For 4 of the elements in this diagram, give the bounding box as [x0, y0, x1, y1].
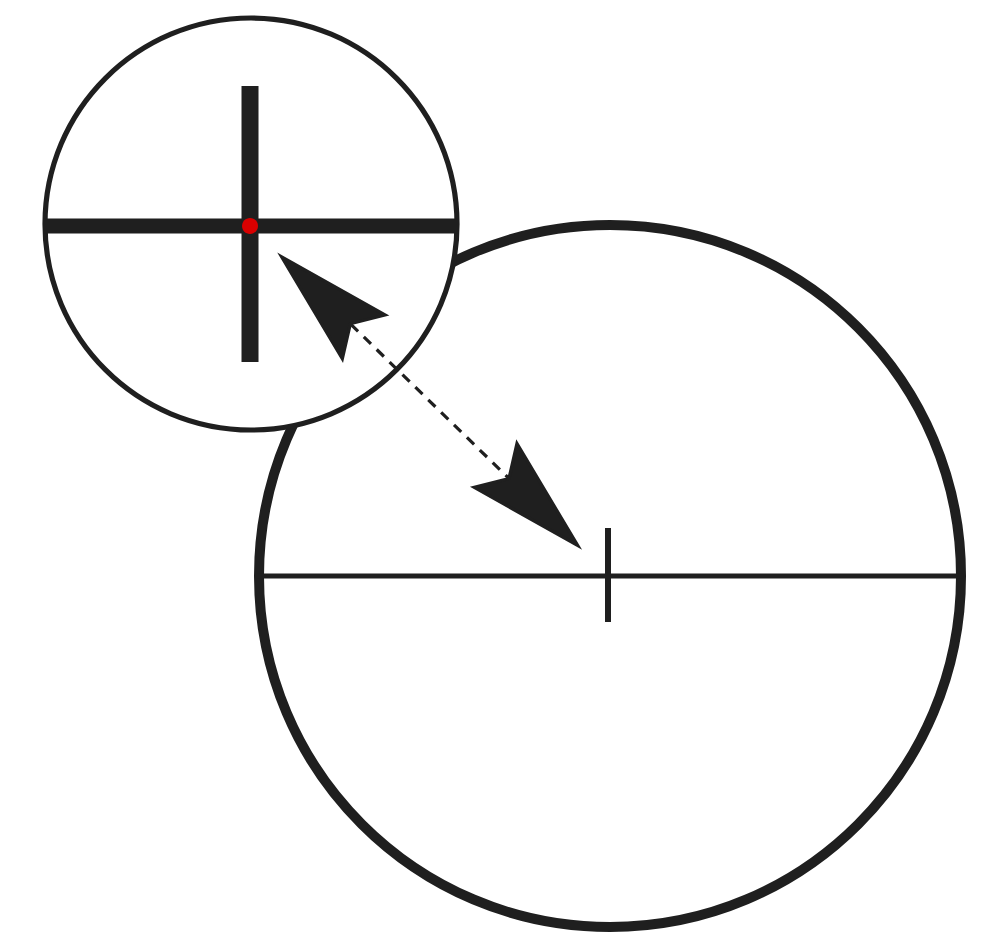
large-circle — [254, 220, 966, 932]
center-dot — [242, 218, 258, 234]
inset-circle — [42, 15, 460, 433]
tick-mark — [605, 528, 611, 622]
